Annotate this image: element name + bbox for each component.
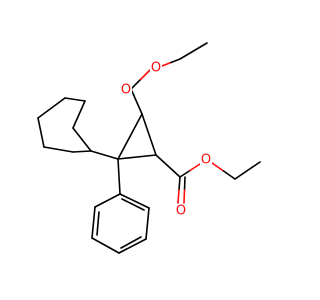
- oxygen-atom-lower-carbonyl: O: [175, 204, 187, 219]
- atom-label-o-upper-carbonyl: O: [121, 83, 131, 98]
- phenyl2-bond-3: [91, 237, 120, 254]
- bond-lower-carbonyl-double-b-segment-1: [183, 176, 186, 191]
- bond-lower-carbonyl-double-b-segment-2: [183, 189, 186, 204]
- atom-label-o-lower-carbonyl: O: [176, 204, 186, 219]
- bond-lower-o-ch2-segment-1: [211, 162, 225, 172]
- atom-label-o-upper-ether: O: [151, 61, 161, 76]
- bond-upper-o-ch2-segment-2: [170, 58, 181, 64]
- bond-ring-c2-c3: [117, 154, 157, 160]
- bond-lower-carbonyl-double-a-segment-2: [177, 189, 180, 204]
- oxygen-atom-upper-ether: O: [150, 61, 162, 76]
- bond-c1-carbonyl: [130, 88, 143, 115]
- phenyl2-bond-5: [145, 207, 150, 240]
- bond-upper-ethyl-ch2-ch3: [179, 42, 208, 60]
- bond-lower-carbonyl-double-a-segment-1: [178, 176, 181, 191]
- bond-c2-carbonyl: [155, 154, 181, 178]
- bond-c3-phenyl2: [117, 158, 121, 195]
- bond-lower-c-o-ether-segment-2: [189, 163, 201, 172]
- phenyl2-double-1: [96, 211, 100, 236]
- phenyl1-bond-5: [37, 117, 45, 148]
- bond-lower-ethyl-ch2-ch3: [234, 161, 261, 180]
- carbon-bonds: [37, 42, 261, 254]
- bond-upper-c-o-ether-segment-1: [130, 78, 142, 90]
- phenyl2-bond-4: [118, 238, 147, 254]
- phenyl1-bond-6: [43, 146, 74, 153]
- phenyl1-bond-3: [64, 97, 86, 102]
- bond-ring-c1-c2: [141, 113, 157, 156]
- oxygen-atom-upper-carbonyl: O: [120, 83, 132, 98]
- bond-c3-phenyl1: [90, 150, 119, 160]
- atom-labels: O O O O: [120, 61, 212, 219]
- atom-label-o-lower-ether: O: [201, 153, 211, 168]
- oxygen-atom-lower-ether: O: [200, 153, 212, 168]
- phenyl1-bond-7: [72, 150, 92, 153]
- bond-ring-c3-c1: [117, 113, 143, 160]
- bond-lower-c-o-ether-segment-1: [179, 169, 191, 178]
- phenyl1-bond-4: [37, 97, 66, 119]
- phenyl2-bond-2: [91, 206, 96, 239]
- bond-upper-o-ch2-segment-1: [161, 61, 172, 67]
- phenyl2-bond-6: [119, 193, 150, 209]
- phenyl2-double-2: [120, 236, 142, 249]
- phenyl1-bond-2: [72, 100, 86, 129]
- phenyl2-double-3: [121, 198, 145, 211]
- bond-lower-o-ch2-segment-2: [222, 170, 236, 180]
- bond-upper-c-o-ether-segment-2: [139, 69, 151, 81]
- molecule-structure-diagram: O O O O: [37, 42, 261, 254]
- oxygen-bonds: [120, 58, 236, 204]
- phenyl2-bond-1: [94, 193, 121, 208]
- phenyl1-bond-1: [72, 127, 92, 152]
